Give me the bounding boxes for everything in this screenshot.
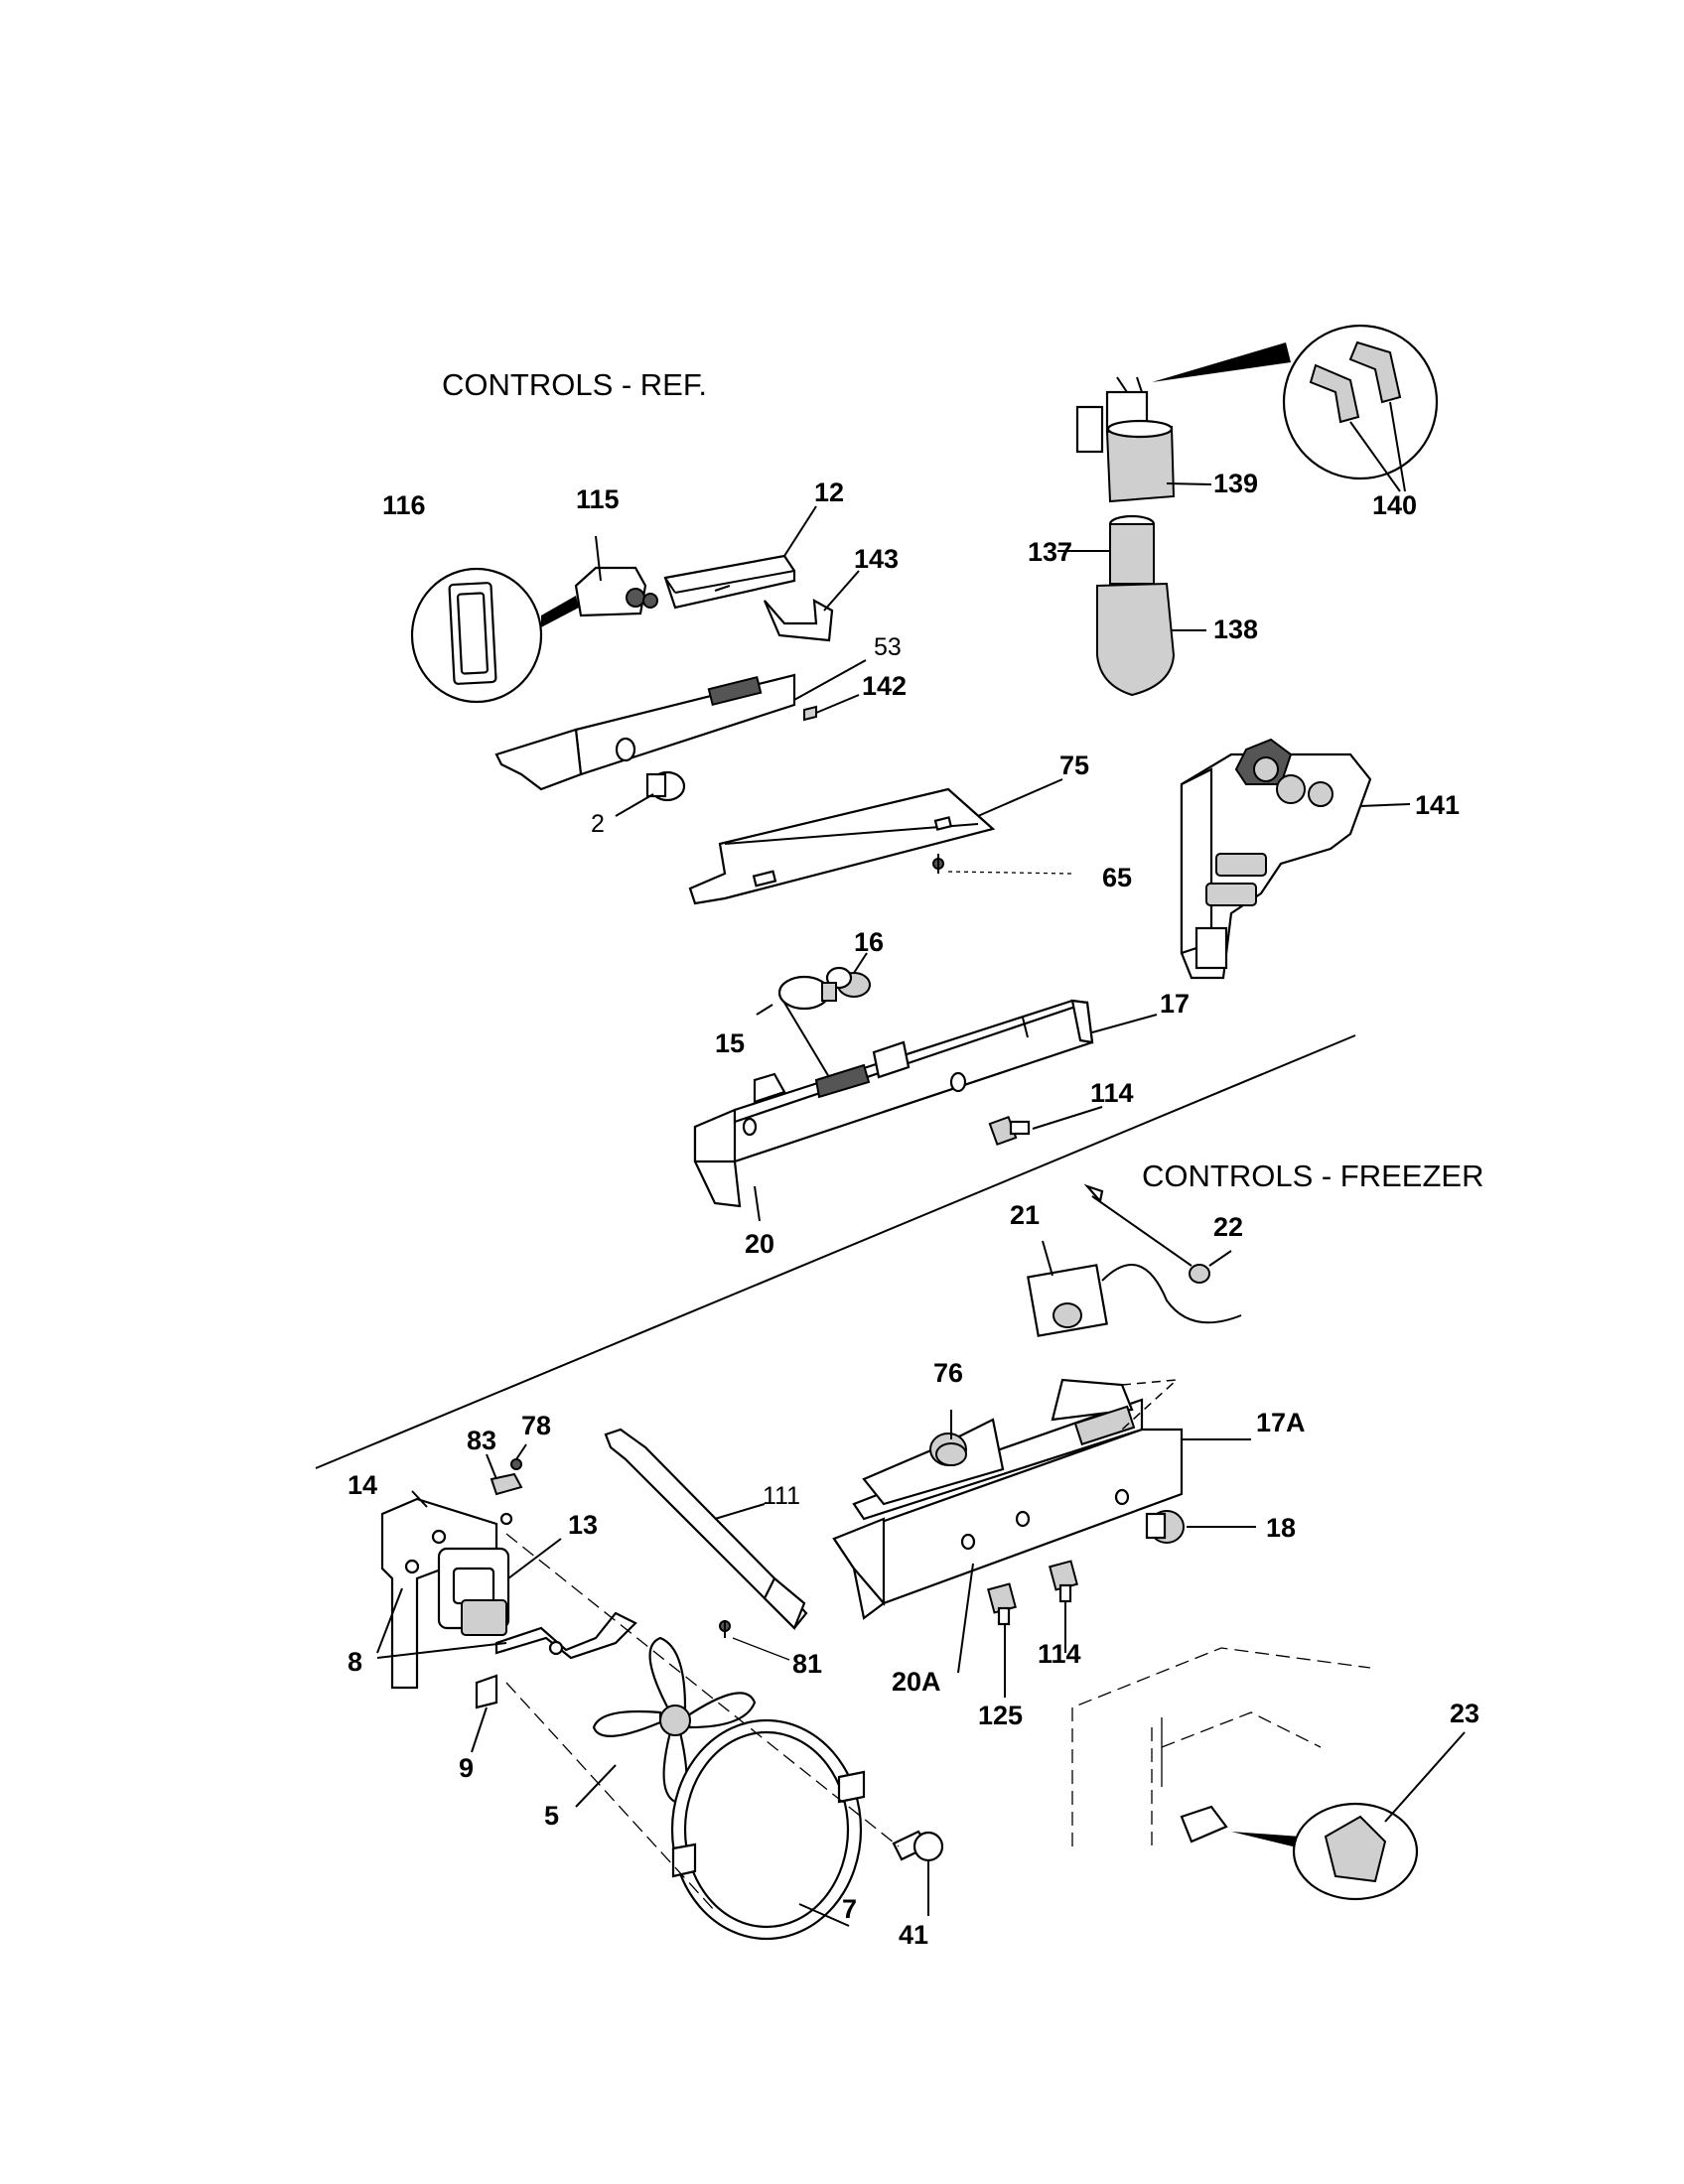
- part-41-screw: [892, 1830, 944, 1916]
- callout-12: 12: [814, 478, 844, 507]
- callout-115: 115: [576, 484, 620, 514]
- part-75-cover-plate: [688, 778, 1063, 905]
- callout-143: 143: [854, 544, 899, 574]
- part-81-screw: [719, 1620, 790, 1661]
- callout-141: 141: [1415, 790, 1460, 820]
- part-114-switch-ref: [988, 1106, 1103, 1147]
- callout-125: 125: [978, 1701, 1023, 1730]
- callout-5: 5: [544, 1801, 559, 1831]
- part-21-thermostat: [1027, 1240, 1242, 1337]
- callout-9: 9: [459, 1753, 474, 1783]
- part-9-bracket: [471, 1674, 498, 1753]
- callout-138: 138: [1213, 614, 1258, 644]
- callout-75: 75: [1059, 751, 1089, 780]
- callout-13: 13: [568, 1510, 598, 1540]
- callout-76: 76: [933, 1358, 963, 1388]
- callout-83: 83: [467, 1426, 496, 1455]
- section-title-controls-freezer: CONTROLS - FREEZER: [1142, 1159, 1483, 1193]
- callout-15: 15: [715, 1028, 745, 1058]
- callout-17: 17: [1160, 989, 1190, 1019]
- part-83-clip: [486, 1453, 523, 1496]
- callout-7: 7: [842, 1894, 857, 1924]
- callout-81: 81: [792, 1649, 822, 1679]
- part-17A-control-housing: [832, 1378, 1251, 1620]
- part-76-component: [935, 1410, 967, 1466]
- callout-14: 14: [348, 1470, 377, 1500]
- callout-8: 8: [348, 1647, 362, 1677]
- part-140-fittings-detail: [1282, 324, 1439, 492]
- callout-22: 22: [1213, 1212, 1243, 1242]
- part-13-fan-motor: [437, 1538, 562, 1636]
- part-139-filter-head: [1075, 342, 1291, 503]
- part-18-knob: [1145, 1510, 1256, 1544]
- callout-41: 41: [899, 1920, 928, 1950]
- part-17-control-housing: [693, 999, 1158, 1222]
- part-142-fastener: [803, 694, 860, 722]
- callout-2: 2: [591, 810, 605, 838]
- callout-23: 23: [1450, 1699, 1479, 1728]
- part-143-clip: [763, 570, 860, 642]
- part-138-filter-bowl: [1096, 582, 1206, 697]
- part-16-lamp-socket: [825, 952, 871, 998]
- callout-137: 137: [1028, 537, 1072, 567]
- part-23-defrost-thermostat: [1071, 1647, 1466, 1901]
- callout-17A: 17A: [1256, 1408, 1306, 1437]
- part-14-motor-bracket: [380, 1490, 513, 1690]
- part-125-switch: [957, 1563, 1017, 1698]
- callout-114-ref: 114: [1090, 1078, 1134, 1108]
- callout-20A: 20A: [892, 1667, 941, 1697]
- callouts: 116 115 12 143 53 142 2 75 65 16 15 17 1…: [348, 469, 1479, 1950]
- part-137-filter-cartridge: [1057, 514, 1156, 585]
- part-78-screw: [510, 1443, 527, 1470]
- callout-116: 116: [382, 490, 426, 520]
- part-111-duct-bracket: [604, 1428, 808, 1630]
- callout-142: 142: [862, 671, 907, 701]
- callout-111: 111: [763, 1482, 800, 1510]
- part-141-water-valve: [1180, 738, 1411, 980]
- part-2-knob: [615, 770, 686, 817]
- part-114-switch-freezer: [1049, 1560, 1078, 1653]
- callout-140: 140: [1372, 490, 1417, 520]
- callout-20: 20: [745, 1229, 774, 1259]
- callout-65: 65: [1102, 863, 1132, 892]
- part-116-gasket-detail: [410, 567, 579, 704]
- callout-16: 16: [854, 927, 884, 957]
- callout-18: 18: [1266, 1513, 1296, 1543]
- callout-53: 53: [874, 633, 902, 661]
- section-divider-line: [315, 1034, 1356, 1469]
- part-8-motor-mount: [376, 1587, 637, 1660]
- callout-78: 78: [521, 1411, 551, 1440]
- part-7-fan-shroud: [670, 1718, 866, 1941]
- part-115-switch: [574, 535, 658, 617]
- callout-114-freezer: 114: [1038, 1639, 1081, 1669]
- part-15-bulb: [756, 975, 837, 1016]
- section-title-controls-ref: CONTROLS - REF.: [442, 367, 707, 402]
- part-22-capillary-probe: [1083, 1183, 1232, 1284]
- part-12-light-shield: [663, 505, 817, 610]
- part-65-screw: [932, 854, 1073, 875]
- callout-21: 21: [1010, 1200, 1040, 1230]
- part-53-housing-bracket: [494, 659, 867, 791]
- callout-139: 139: [1213, 469, 1258, 498]
